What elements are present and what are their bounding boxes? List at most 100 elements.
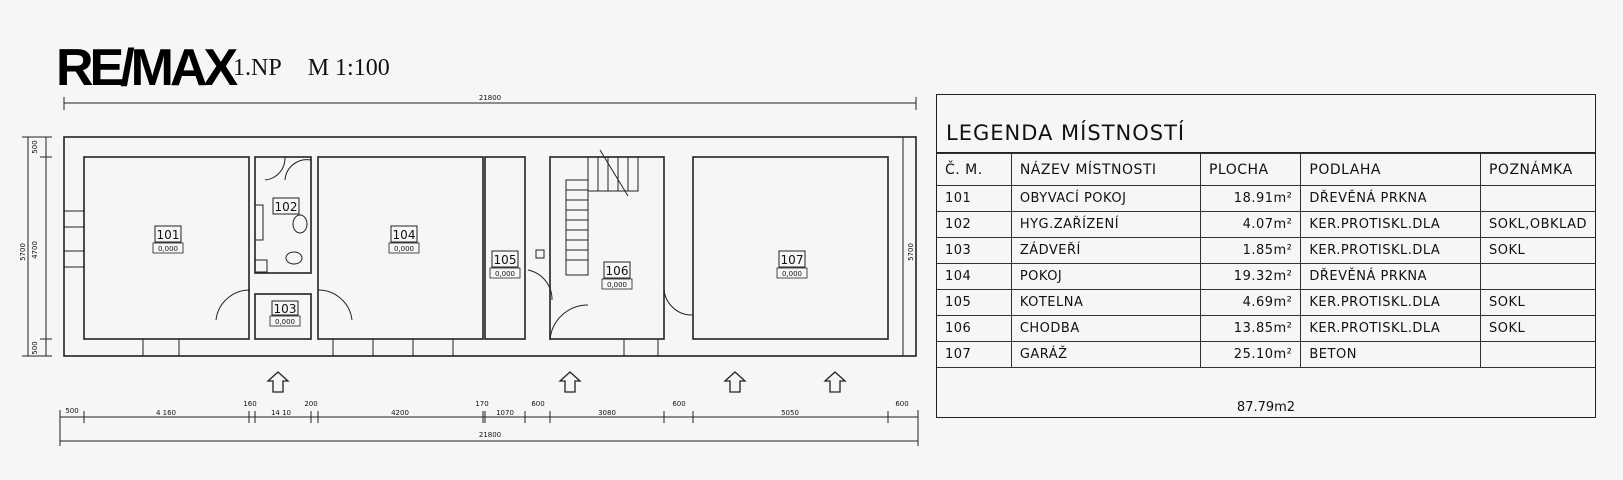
sheet-title: 1.NP M 1:100 [233, 55, 410, 82]
cell-floor: KER.PROTISKL.DLA [1300, 237, 1481, 264]
cell-room-name: CHODBA [1010, 315, 1201, 342]
cell-room-no: 107 [937, 341, 1012, 368]
staircase [565, 149, 639, 276]
cell-room-name: HYG.ZAŘÍZENÍ [1010, 211, 1201, 238]
cell-room-no: 101 [937, 185, 1012, 212]
dim-left-top: 500 [31, 140, 39, 153]
level-boxes [152, 242, 808, 327]
floor-label: 1.NP [233, 55, 282, 81]
cell-note: SOKL [1479, 237, 1595, 264]
total-area: 87.79m2 [1236, 400, 1296, 415]
cell-floor: KER.PROTISKL.DLA [1300, 315, 1481, 342]
dim-seg: 5050 [781, 409, 799, 417]
dim-seg: 170 [475, 400, 488, 408]
table-row: 106 CHODBA 13.85m² KER.PROTISKL.DLA SOKL [937, 315, 1595, 342]
header-room-no: Č. M. [937, 153, 1012, 186]
dim-seg: 4 160 [156, 409, 176, 417]
cell-room-name: ZÁDVEŘÍ [1010, 237, 1201, 264]
dim-seg: 200 [304, 400, 317, 408]
cell-floor: DŘEVĚNÁ PRKNA [1300, 263, 1481, 290]
dim-overall-top: 21800 [479, 94, 501, 102]
cell-area: 19.32m² [1199, 263, 1302, 290]
cell-room-no: 106 [937, 315, 1012, 342]
dim-left-overall: 5700 [19, 243, 27, 261]
header-area: PLOCHA [1199, 153, 1302, 186]
room-104-level: 0,000 [394, 245, 414, 253]
room-107-level: 0,000 [782, 270, 802, 278]
dim-right-overall: 5700 [907, 243, 915, 261]
cell-area: 4.69m² [1199, 289, 1302, 316]
table-row: 102 HYG.ZAŘÍZENÍ 4.07m² KER.PROTISKL.DLA… [937, 211, 1595, 238]
legend-title: LEGENDA MÍSTNOSTÍ [937, 95, 1595, 153]
cell-area: 1.85m² [1199, 237, 1302, 264]
cell-note: SOKL,OBKLAD [1479, 211, 1595, 238]
windows [63, 210, 888, 357]
room-number-boxes [154, 197, 806, 316]
room-101-level: 0,000 [158, 245, 178, 253]
cell-floor: DŘEVĚNÁ PRKNA [1300, 185, 1481, 212]
entry-arrows [266, 371, 847, 393]
cell-floor: KER.PROTISKL.DLA [1300, 211, 1481, 238]
cell-floor: BETON [1300, 341, 1481, 368]
interior-walls [83, 156, 889, 340]
dim-seg: 14 10 [271, 409, 291, 417]
legend-grid: Č. M. NÁZEV MÍSTNOSTI PLOCHA PODLAHA POZ… [937, 153, 1595, 368]
table-row: 105 KOTELNA 4.69m² KER.PROTISKL.DLA SOKL [937, 289, 1595, 316]
dim-seg: 1070 [496, 409, 514, 417]
floor-plan-drawing: 101 0,000 102 103 0,000 104 0,000 105 0,… [19, 94, 919, 446]
dim-seg: 4200 [391, 409, 409, 417]
cell-note: SOKL [1479, 315, 1595, 342]
room-106-number: 106 [606, 264, 629, 278]
dim-seg: 3080 [598, 409, 616, 417]
cell-note [1479, 341, 1595, 368]
table-row: 107 GARÁŽ 25.10m² BETON [937, 341, 1595, 368]
header-room-name: NÁZEV MÍSTNOSTI [1010, 153, 1201, 186]
cell-floor: KER.PROTISKL.DLA [1300, 289, 1481, 316]
cell-area: 18.91m² [1199, 185, 1302, 212]
dim-seg: 160 [243, 400, 256, 408]
scale-label: M 1:100 [307, 55, 390, 81]
room-103-level: 0,000 [275, 318, 295, 326]
cell-room-name: OBYVACÍ POKOJ [1010, 185, 1201, 212]
dim-left-bottom: 500 [31, 341, 39, 354]
cell-area: 13.85m² [1199, 315, 1302, 342]
header-floor: PODLAHA [1300, 153, 1481, 186]
room-105-level: 0,000 [495, 270, 515, 278]
cell-note [1479, 263, 1595, 290]
table-row: 104 POKOJ 19.32m² DŘEVĚNÁ PRKNA [937, 263, 1595, 290]
room-106-level: 0,000 [607, 281, 627, 289]
room-104-number: 104 [393, 228, 416, 242]
dim-seg: 600 [531, 400, 544, 408]
dim-seg: 600 [895, 400, 908, 408]
dimension-lines [22, 97, 919, 446]
outer-wall-outline [63, 136, 917, 357]
dim-seg: 600 [672, 400, 685, 408]
remax-logo: RE/MAX [56, 39, 238, 97]
cell-room-no: 102 [937, 211, 1012, 238]
dim-overall-bottom: 21800 [479, 431, 501, 439]
room-102-number: 102 [275, 200, 298, 214]
header-note: POZNÁMKA [1479, 153, 1595, 186]
room-103-number: 103 [274, 302, 297, 316]
dim-seg: 500 [65, 407, 78, 415]
cell-room-name: POKOJ [1010, 263, 1201, 290]
cell-room-no: 104 [937, 263, 1012, 290]
room-101-number: 101 [157, 228, 180, 242]
cell-room-no: 105 [937, 289, 1012, 316]
room-107-number: 107 [781, 253, 804, 267]
cell-room-name: GARÁŽ [1010, 341, 1201, 368]
dim-left-middle: 4700 [31, 241, 39, 259]
table-row: 103 ZÁDVEŘÍ 1.85m² KER.PROTISKL.DLA SOKL [937, 237, 1595, 264]
room-legend-table: LEGENDA MÍSTNOSTÍ Č. M. NÁZEV MÍSTNOSTI … [936, 94, 1596, 418]
table-row: 101 OBYVACÍ POKOJ 18.91m² DŘEVĚNÁ PRKNA [937, 185, 1595, 212]
cell-note [1479, 185, 1595, 212]
cell-area: 4.07m² [1199, 211, 1302, 238]
cell-room-name: KOTELNA [1010, 289, 1201, 316]
cell-area: 25.10m² [1199, 341, 1302, 368]
cell-note: SOKL [1479, 289, 1595, 316]
door-swings [215, 156, 693, 341]
legend-header-row: Č. M. NÁZEV MÍSTNOSTI PLOCHA PODLAHA POZ… [937, 153, 1595, 186]
room-105-number: 105 [494, 253, 517, 267]
cell-room-no: 103 [937, 237, 1012, 264]
sanitary-fixtures [254, 204, 545, 273]
